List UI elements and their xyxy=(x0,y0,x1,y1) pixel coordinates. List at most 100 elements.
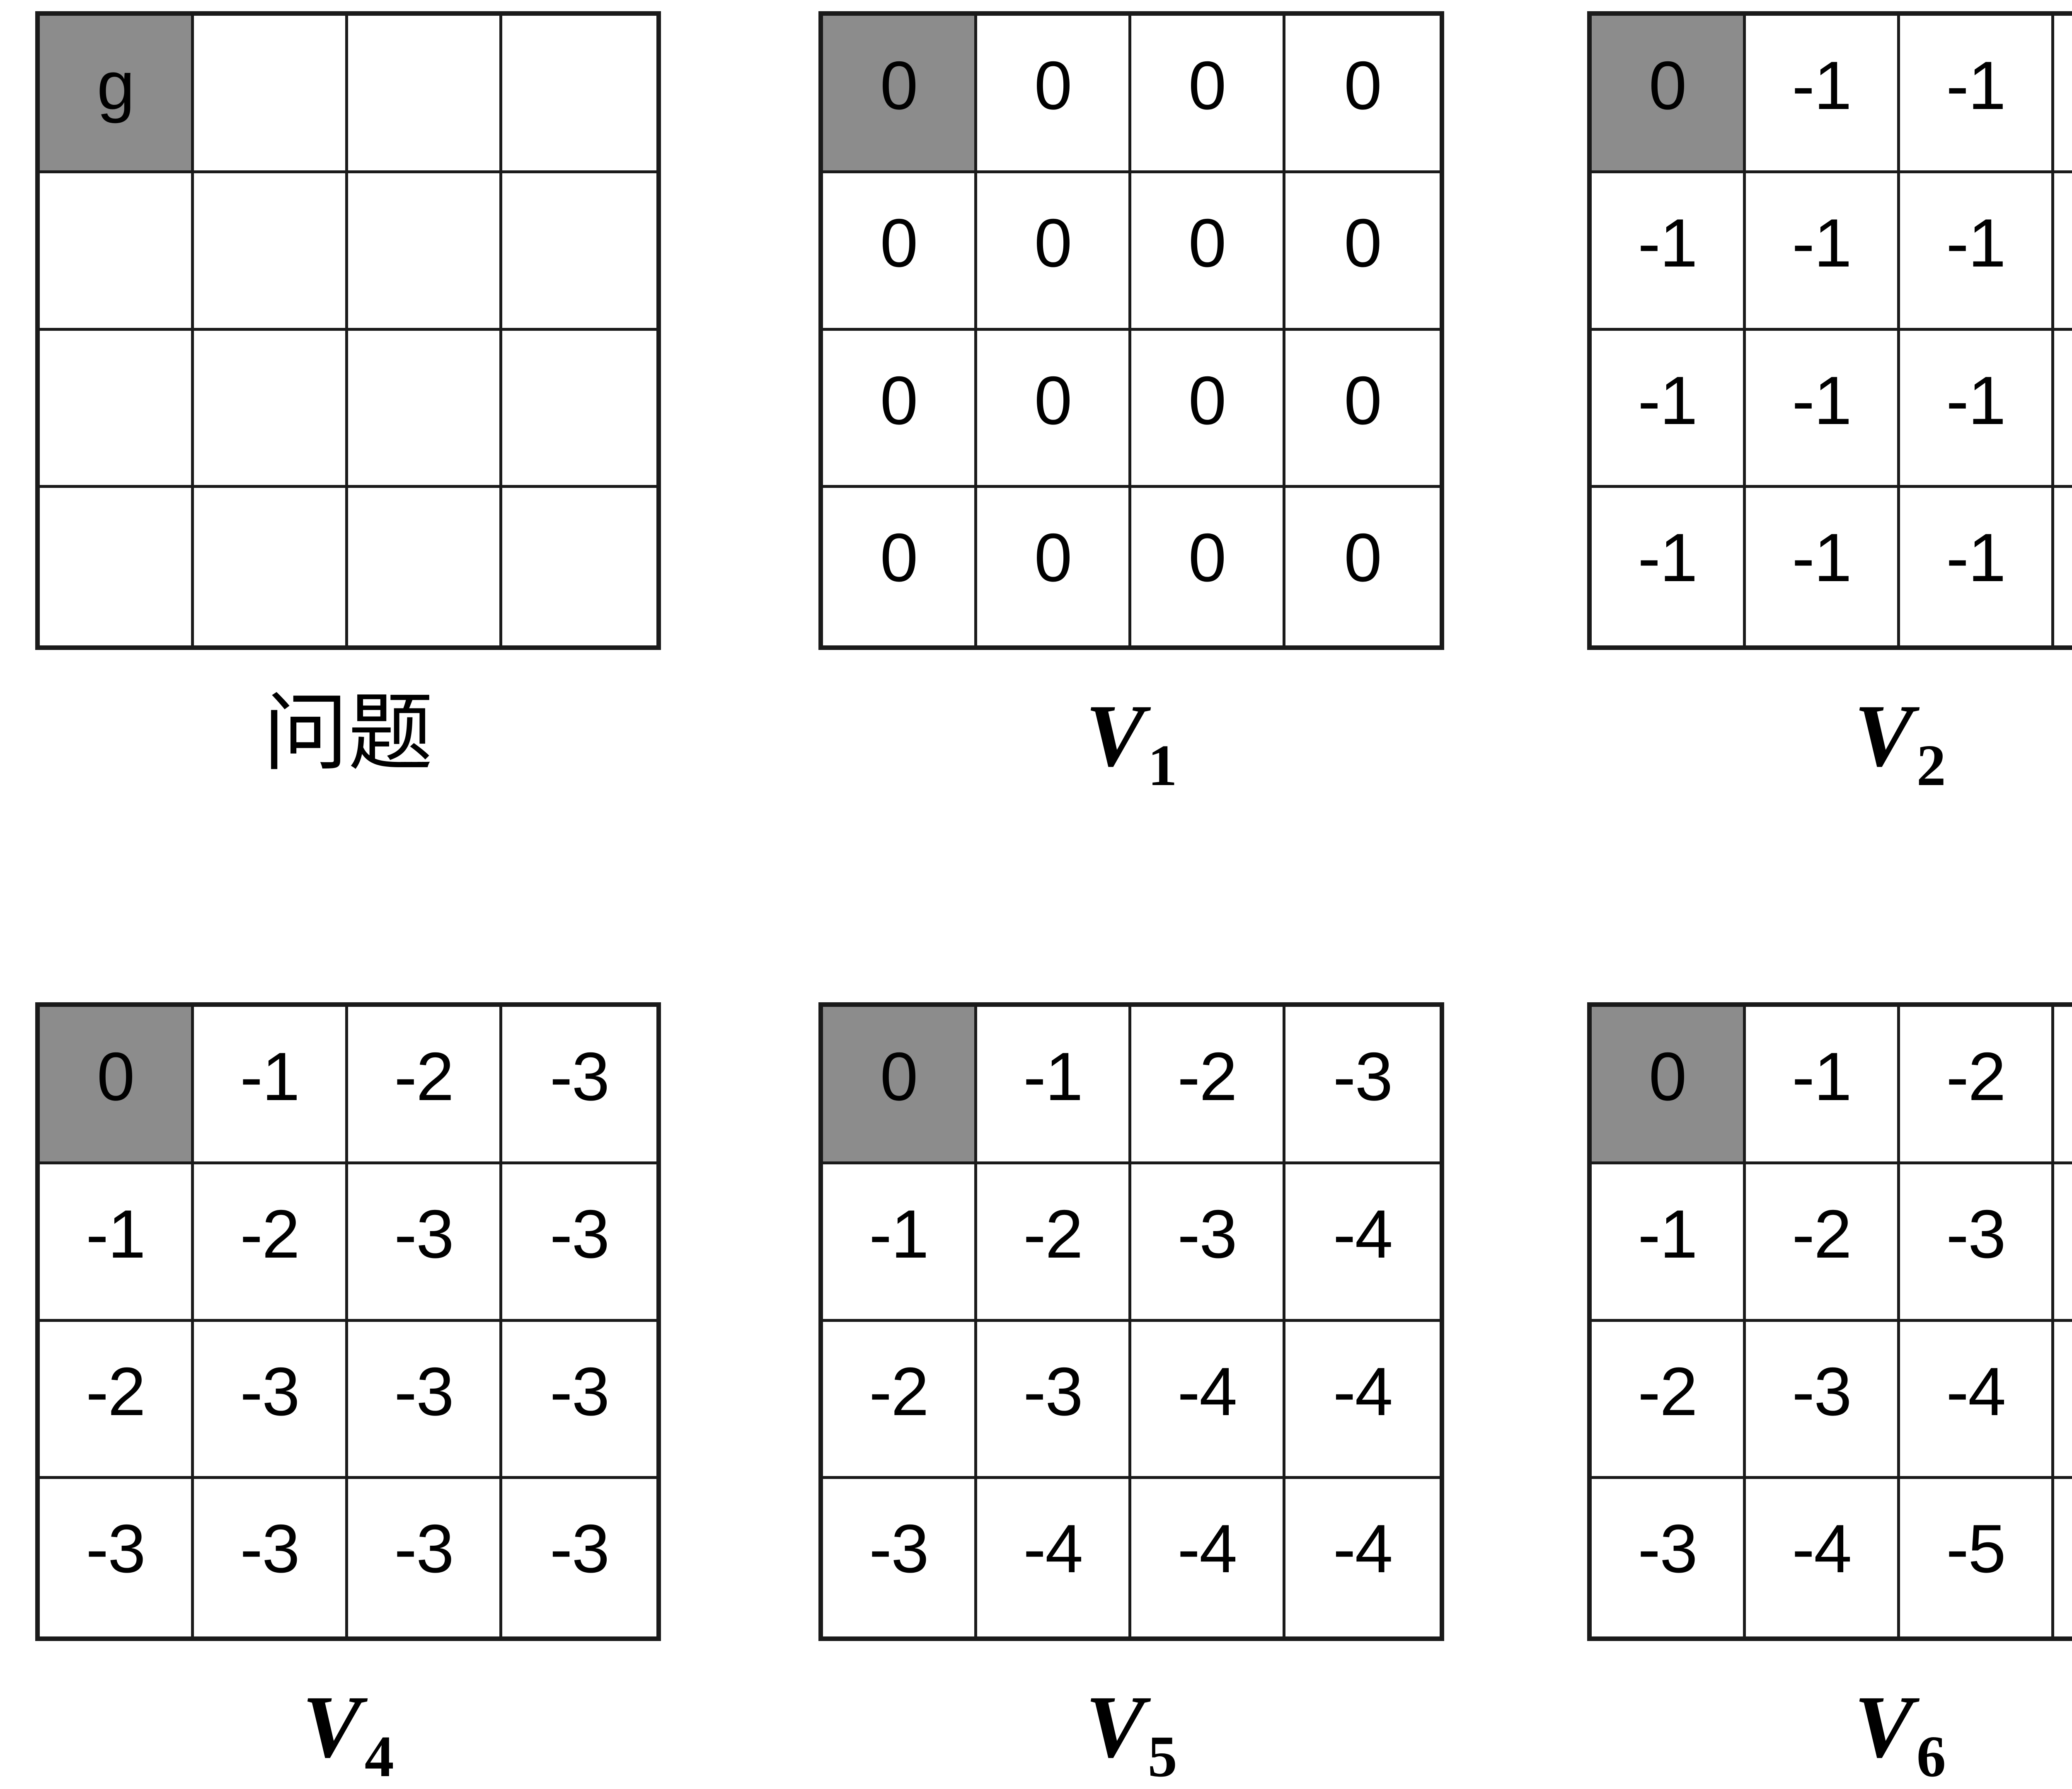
grid-cell[interactable]: -1 xyxy=(1592,488,1746,645)
grid-cell[interactable]: -2 xyxy=(194,1164,348,1322)
grid-cell[interactable]: -4 xyxy=(1131,1479,1285,1636)
grid-cell[interactable]: -1 xyxy=(40,1164,194,1322)
grid-cell[interactable]: -3 xyxy=(502,1321,656,1479)
grid-cell[interactable]: -1 xyxy=(1900,488,2054,645)
grid-cell[interactable]: -4 xyxy=(1285,1164,1440,1322)
grid-cell[interactable]: 0 xyxy=(977,330,1131,488)
grid-cell[interactable]: 0 xyxy=(1592,16,1746,173)
grid-cell[interactable]: -3 xyxy=(1746,1321,1900,1479)
grid-cell[interactable] xyxy=(348,330,502,488)
grid-cell[interactable]: -4 xyxy=(1900,1321,2054,1479)
grid-cell[interactable]: -1 xyxy=(1592,1164,1746,1322)
grid-cell[interactable]: 0 xyxy=(1285,173,1440,331)
cell-value: -3 xyxy=(394,1510,454,1587)
caption-symbol: V xyxy=(302,1677,362,1776)
grid-cell[interactable]: -1 xyxy=(1592,330,1746,488)
grid-cell[interactable]: 0 xyxy=(977,173,1131,331)
grid-cell[interactable] xyxy=(194,488,348,645)
grid-cell[interactable]: -1 xyxy=(1592,173,1746,331)
grid-cell[interactable]: 0 xyxy=(1285,488,1440,645)
grid-cell[interactable] xyxy=(194,173,348,331)
grid-cell[interactable]: -2 xyxy=(1900,1007,2054,1164)
grid-cell[interactable]: -1 xyxy=(823,1164,977,1322)
grid-cell[interactable]: -4 xyxy=(1285,1479,1440,1636)
grid-cell[interactable]: -2 xyxy=(40,1321,194,1479)
grid-cell[interactable]: -3 xyxy=(502,1164,656,1322)
grid-cell[interactable]: -2 xyxy=(1592,1321,1746,1479)
grid-cell[interactable] xyxy=(40,488,194,645)
grid-cell[interactable]: 0 xyxy=(1131,488,1285,645)
grid-cell[interactable] xyxy=(194,16,348,173)
grid-cell[interactable]: -4 xyxy=(1746,1479,1900,1636)
grid-cell[interactable]: -1 xyxy=(1746,330,1900,488)
cell-value: 0 xyxy=(1188,362,1227,439)
grid-cell[interactable]: -5 xyxy=(2054,1479,2072,1636)
grid-cell[interactable] xyxy=(348,16,502,173)
grid-cell[interactable]: -3 xyxy=(40,1479,194,1636)
grid-cell[interactable]: -3 xyxy=(823,1479,977,1636)
grid-cell[interactable]: -5 xyxy=(2054,1321,2072,1479)
grid-cell[interactable]: -3 xyxy=(1285,1007,1440,1164)
grid-cell[interactable]: -3 xyxy=(2054,1007,2072,1164)
grid-cell[interactable]: -1 xyxy=(1746,1007,1900,1164)
grid-cell[interactable] xyxy=(40,173,194,331)
grid-cell[interactable]: -1 xyxy=(194,1007,348,1164)
grid-cell[interactable]: -3 xyxy=(348,1164,502,1322)
grid-cell[interactable]: 0 xyxy=(977,488,1131,645)
grid-cell[interactable] xyxy=(194,330,348,488)
grid-cell[interactable] xyxy=(40,330,194,488)
grid-cell[interactable]: -3 xyxy=(502,1007,656,1164)
grid-cell[interactable]: 0 xyxy=(1131,16,1285,173)
grid-cell[interactable]: -2 xyxy=(1131,1007,1285,1164)
grid-cell[interactable]: -1 xyxy=(1900,16,2054,173)
grid-cell[interactable]: 0 xyxy=(40,1007,194,1164)
grid-cell[interactable]: 0 xyxy=(1592,1007,1746,1164)
grid-cell[interactable]: -3 xyxy=(1900,1164,2054,1322)
grid-cell[interactable] xyxy=(502,173,656,331)
grid-cell[interactable]: -1 xyxy=(2054,330,2072,488)
grid-cell[interactable]: -3 xyxy=(502,1479,656,1636)
grid-cell[interactable]: -3 xyxy=(1592,1479,1746,1636)
grid-cell[interactable] xyxy=(502,330,656,488)
grid-cell[interactable]: 0 xyxy=(1285,16,1440,173)
grid-cell[interactable]: 0 xyxy=(823,488,977,645)
grid-cell[interactable]: -1 xyxy=(977,1007,1131,1164)
grid-cell[interactable]: -2 xyxy=(823,1321,977,1479)
grid-cell[interactable]: 0 xyxy=(1285,330,1440,488)
grid-cell[interactable]: 0 xyxy=(1131,173,1285,331)
grid-cell[interactable]: 0 xyxy=(823,330,977,488)
grid-cell[interactable]: -4 xyxy=(2054,1164,2072,1322)
grid-cell[interactable]: 0 xyxy=(823,1007,977,1164)
grid-cell[interactable]: -1 xyxy=(1746,173,1900,331)
grid-cell[interactable]: -3 xyxy=(194,1479,348,1636)
grid-cell[interactable]: -1 xyxy=(1900,330,2054,488)
grid-cell[interactable]: 0 xyxy=(977,16,1131,173)
grid-cell[interactable]: -5 xyxy=(1900,1479,2054,1636)
grid-cell[interactable]: g xyxy=(40,16,194,173)
grid-cell[interactable] xyxy=(502,488,656,645)
grid-cell[interactable]: -2 xyxy=(348,1007,502,1164)
grid-cell[interactable]: -3 xyxy=(348,1321,502,1479)
grid-cell[interactable]: -3 xyxy=(977,1321,1131,1479)
caption-subscript: 5 xyxy=(1147,1724,1177,1789)
grid-cell[interactable]: -2 xyxy=(1746,1164,1900,1322)
grid-cell[interactable]: -3 xyxy=(348,1479,502,1636)
grid-cell[interactable] xyxy=(502,16,656,173)
grid-cell[interactable]: -1 xyxy=(1900,173,2054,331)
grid-cell[interactable]: -1 xyxy=(2054,488,2072,645)
grid-cell[interactable]: -3 xyxy=(194,1321,348,1479)
grid-cell[interactable]: -4 xyxy=(1285,1321,1440,1479)
grid-cell[interactable]: 0 xyxy=(1131,330,1285,488)
grid-cell[interactable]: -1 xyxy=(2054,16,2072,173)
grid-cell[interactable] xyxy=(348,173,502,331)
grid-cell[interactable] xyxy=(348,488,502,645)
grid-cell[interactable]: -2 xyxy=(977,1164,1131,1322)
grid-cell[interactable]: -1 xyxy=(2054,173,2072,331)
grid-cell[interactable]: 0 xyxy=(823,16,977,173)
grid-cell[interactable]: -4 xyxy=(977,1479,1131,1636)
grid-cell[interactable]: 0 xyxy=(823,173,977,331)
grid-cell[interactable]: -3 xyxy=(1131,1164,1285,1322)
grid-cell[interactable]: -1 xyxy=(1746,488,1900,645)
grid-cell[interactable]: -1 xyxy=(1746,16,1900,173)
grid-cell[interactable]: -4 xyxy=(1131,1321,1285,1479)
